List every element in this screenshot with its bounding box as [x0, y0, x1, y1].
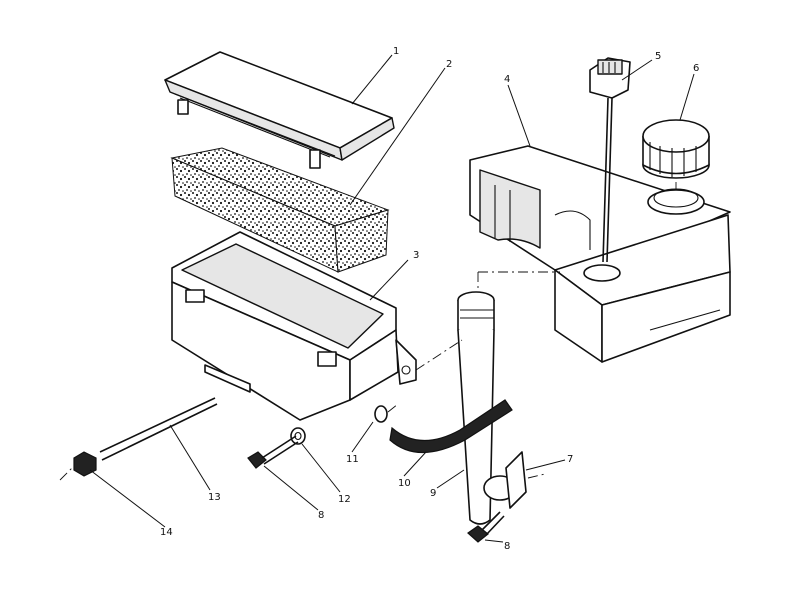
air-filter-housing	[171, 231, 417, 421]
fuel-tank	[469, 145, 731, 363]
grommet	[374, 405, 388, 423]
callout-4: 4	[504, 74, 510, 85]
long-stud-bolt	[99, 397, 218, 461]
callout-5: 5	[655, 51, 661, 62]
mounting-screw-left	[247, 435, 299, 469]
fuel-cap	[642, 119, 710, 179]
callout-8-right: 8	[504, 541, 510, 552]
callout-1: 1	[393, 46, 399, 57]
callout-10: 10	[398, 478, 411, 489]
fuel-gauge-dipstick	[589, 57, 631, 263]
callout-13: 13	[208, 492, 221, 503]
callout-12: 12	[338, 494, 351, 505]
mounting-screw-right	[467, 511, 505, 543]
foam-filter-element	[170, 147, 390, 273]
callout-2: 2	[446, 59, 452, 70]
breather-hose	[389, 399, 513, 454]
callout-6: 6	[693, 63, 699, 74]
callout-labels: 1 2 3 4 5 6 7 8 8 9 10 11 12 13 14	[160, 46, 699, 552]
callout-14: 14	[160, 527, 173, 538]
callout-9: 9	[430, 488, 436, 499]
air-filter-cover	[164, 51, 395, 169]
callout-8-left: 8	[318, 510, 324, 521]
washer	[290, 427, 306, 445]
mounting-bracket	[505, 451, 527, 509]
callout-3: 3	[413, 250, 419, 261]
callout-7: 7	[567, 454, 573, 465]
callout-11: 11	[346, 454, 359, 465]
leader-lines	[89, 54, 695, 543]
assembly-lines	[59, 182, 677, 481]
